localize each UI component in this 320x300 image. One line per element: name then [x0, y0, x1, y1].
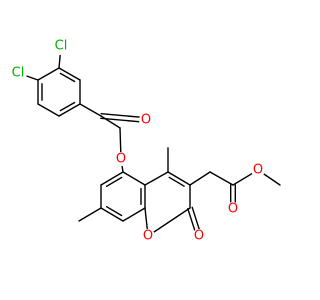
single-bond — [79, 103, 102, 117]
double-bond-primary — [58, 103, 81, 117]
double-bond-secondary — [59, 101, 76, 112]
double-bond-primary — [58, 67, 81, 81]
single-bond — [147, 207, 191, 237]
atom-o-lactone-carbonyl-label: O — [194, 229, 204, 244]
atom-o-ester-carbonyl-label: O — [228, 202, 238, 217]
single-bond — [122, 171, 146, 186]
double-bond-secondary — [100, 113, 147, 119]
atom-cl-upper: Cl — [52, 37, 70, 55]
double-bond-primary — [167, 171, 191, 186]
atom-o-ether-label: O — [116, 152, 126, 167]
single-bond — [78, 207, 102, 222]
single-bond — [144, 171, 169, 186]
single-bond — [189, 171, 211, 186]
atom-o-ketone: O — [139, 113, 153, 128]
single-bond — [209, 171, 234, 186]
atom-cl-lower-label: Cl — [12, 66, 25, 81]
atom-o-ester-methoxy-label: O — [253, 163, 263, 178]
bond-layer — [17, 45, 281, 238]
atom-o-ring: O — [141, 229, 155, 244]
single-bond — [122, 207, 146, 222]
atom-o-ether: O — [114, 152, 128, 167]
double-bond-secondary — [105, 176, 123, 188]
single-bond — [37, 67, 60, 81]
atom-o-ketone-label: O — [141, 113, 151, 128]
molecule-structure-diagram: Cl Cl O O O O O O — [9, 37, 281, 244]
atom-label-layer: Cl Cl O O O O O O — [9, 37, 265, 244]
double-bond-secondary — [105, 205, 123, 217]
single-bond — [37, 103, 60, 117]
double-bond-primary — [100, 207, 124, 222]
atom-o-ester-carbonyl: O — [226, 202, 240, 217]
atom-cl-lower: Cl — [9, 64, 27, 82]
double-bond-primary — [100, 117, 147, 123]
atom-o-ester-methoxy: O — [251, 163, 265, 178]
atom-o-lactone-carbonyl: O — [192, 229, 206, 244]
double-bond-secondary — [59, 72, 76, 83]
double-bond-primary — [100, 171, 124, 186]
atom-o-ring-label: O — [143, 229, 153, 244]
double-bond-secondary — [168, 176, 185, 187]
atom-cl-upper-label: Cl — [55, 39, 68, 54]
single-bond — [100, 115, 121, 129]
